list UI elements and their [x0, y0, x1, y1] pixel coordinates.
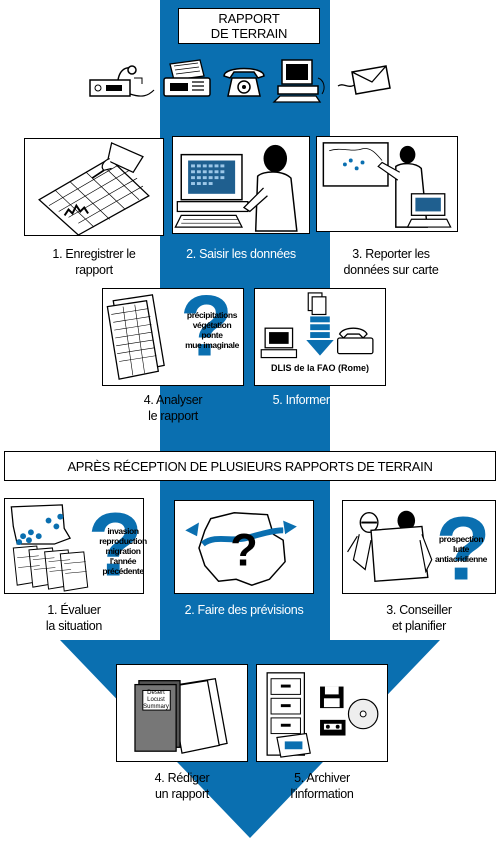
report-cover-line-3: Summary [143, 704, 169, 710]
title-box: RAPPORT DE TERRAIN [178, 8, 320, 44]
report-cover-line-2: Locust [147, 697, 165, 703]
advise-terms: prospection lutte antiacridienne [424, 534, 498, 564]
caption-record-line-2: rapport [75, 263, 113, 277]
computer-icon [272, 59, 325, 103]
dlis-label: DLIS de la FAO (Rome) [270, 363, 369, 373]
caption-advise: 3. Conseiller et planifier [342, 602, 496, 634]
enter-data-panel [172, 136, 310, 234]
question-mark-icon: ? [436, 501, 491, 593]
advise-term-1: prospection [438, 534, 484, 544]
evaluate-term-5: précédente [102, 566, 144, 576]
caption-archive-line-2: l'information [290, 787, 354, 801]
caption-forecast: 2. Faire des prévisions [164, 602, 324, 618]
caption-enter-data-line-1: 2. Saisir les données [186, 247, 296, 261]
analysis-sheets-icon: ? [106, 289, 233, 380]
fax-icon [163, 59, 211, 97]
archive-items [266, 672, 379, 758]
caption-record-line-1: 1. Enregistrer le [52, 247, 136, 261]
caption-map-line-1: 3. Reporter les [352, 247, 430, 261]
advise-term-3: antiacridienne [434, 554, 488, 564]
caption-map-line-2: données sur carte [343, 263, 439, 277]
situation-maps-icon: ? [10, 499, 143, 593]
caption-archive: 5. Archiver l'information [252, 770, 392, 802]
fao-transmission-icon [260, 292, 374, 359]
analyse-term-fledging: mue imaginale [185, 340, 239, 350]
caption-evaluate-line-1: 1. Évaluer [47, 603, 101, 617]
logbook-hand-icon [38, 142, 150, 235]
question-mark-icon: ? [88, 499, 143, 593]
compact-disc-icon [347, 698, 379, 730]
evaluate-term-3: migration [105, 546, 141, 556]
caption-record: 1. Enregistrer le rapport [24, 246, 164, 278]
caption-enter-data: 2. Saisir les données [166, 246, 316, 262]
caption-evaluate: 1. Évaluer la situation [4, 602, 144, 634]
analyse-term-vegetation: végétation [192, 320, 232, 330]
caption-forecast-line-1: 2. Faire des prévisions [184, 603, 304, 617]
caption-advise-line-2: et planifier [391, 619, 447, 633]
analyse-term-rainfall: précipitations [186, 310, 238, 320]
caption-analyse: 4. Analyser le rapport [102, 392, 244, 424]
wall-map-plotting-icon [322, 142, 452, 228]
archive-panel [256, 664, 388, 762]
caption-archive-line-1: 5. Archiver [294, 771, 350, 785]
caption-inform-fao: 5. Informer la FAO [246, 392, 396, 408]
banner: APRÈS RÉCEPTION DE PLUSIEURS RAPPORTS DE… [4, 451, 496, 481]
analyse-panel: ? [102, 288, 244, 386]
evaluate-panel: ? [4, 498, 144, 594]
report-cover-label: Desert Locust Summary [142, 690, 170, 711]
report-stack-icon [134, 677, 228, 754]
radio-icon [89, 65, 155, 97]
forecast-panel: ? [174, 500, 314, 594]
cassette-tape-icon [320, 719, 346, 736]
caption-evaluate-line-2: la situation [45, 619, 103, 633]
evaluate-term-4: l'année [109, 556, 137, 566]
caption-write-report-line-2: un rapport [155, 787, 209, 801]
caption-write-report: 4. Rédiger un rapport [112, 770, 252, 802]
evaluate-term-1: invasion [107, 526, 139, 536]
title-line-1: RAPPORT [218, 11, 280, 26]
filing-cabinet-icon [266, 672, 311, 758]
record-report-panel [24, 138, 164, 236]
forecast-map-icon: ? [185, 512, 297, 586]
computer-operator-icon [174, 144, 298, 232]
email-envelope-icon [337, 65, 391, 95]
caption-write-report-line-1: 4. Rédiger [154, 771, 210, 785]
caption-analyse-line-1: 4. Analyser [143, 393, 203, 407]
caption-map: 3. Reporter les données sur carte [316, 246, 466, 278]
caption-analyse-line-2: le rapport [148, 409, 198, 423]
question-mark-icon: ? [230, 525, 258, 576]
planning-officers-icon: ? [347, 501, 491, 593]
title-line-2: DE TERRAIN [210, 26, 288, 41]
question-mark-icon: ? [180, 289, 233, 375]
inform-fao-panel [254, 288, 386, 386]
evaluate-terms: invasion reproduction migration l'année … [84, 526, 162, 576]
caption-inform-fao-line-1: 5. Informer la FAO [272, 393, 370, 407]
advise-panel: ? [342, 500, 496, 594]
analyse-term-laying: ponte [201, 330, 223, 340]
caption-advise-line-1: 3. Conseiller [386, 603, 452, 617]
map-plot-panel [316, 136, 458, 232]
floppy-disk-icon [320, 686, 344, 709]
analyse-terms: précipitations végétation ponte mue imag… [168, 310, 256, 350]
telephone-icon [223, 67, 265, 97]
advise-term-2: lutte [453, 544, 469, 554]
report-cover-line-1: Desert [147, 690, 165, 696]
write-report-panel [116, 664, 248, 762]
evaluate-term-2: reproduction [99, 536, 147, 546]
